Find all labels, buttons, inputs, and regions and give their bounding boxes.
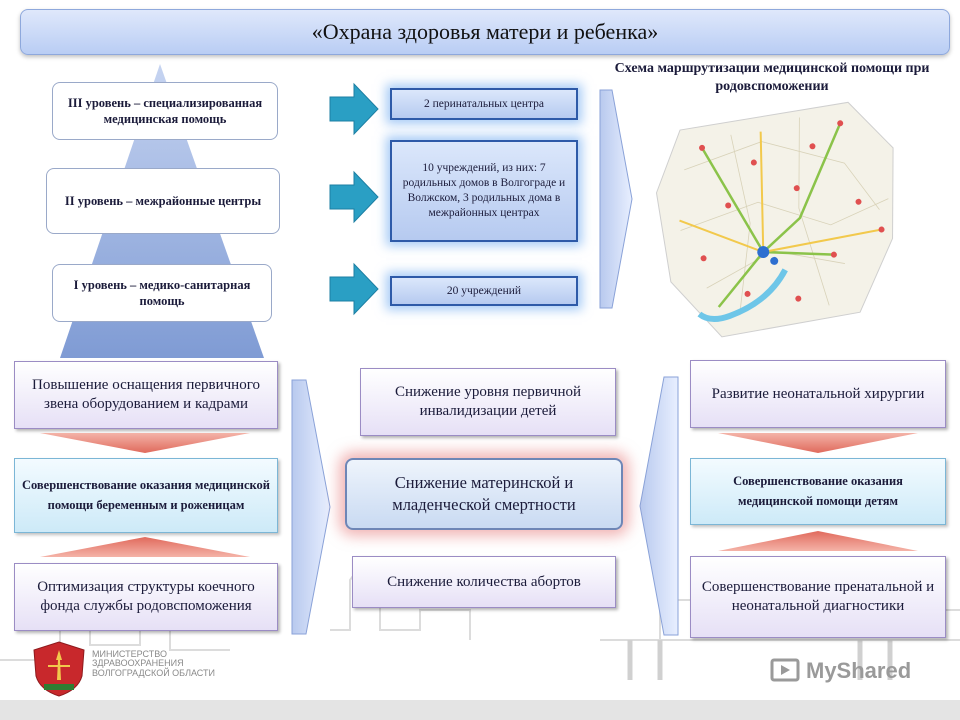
arrow-right-icon [329, 170, 379, 224]
title-banner: «Охрана здоровья матери и ребенка» [20, 9, 950, 55]
chevron-separator [639, 376, 679, 636]
facility-label: 2 перинатальных центра [423, 97, 545, 110]
ministry-line: ВОЛГОГРАДСКОЙ ОБЛАСТИ [92, 667, 215, 678]
facility-label: 20 учреждений [446, 284, 522, 297]
up-arrow [40, 537, 250, 557]
left-middle-box: Совершенствование оказания медицинской п… [14, 458, 278, 533]
level-2-box: II уровень – межрайонные центры [46, 168, 280, 234]
level-2-label: II уровень – межрайонные центры [64, 193, 262, 208]
right-bottom-box: Совершенствование пренатальной и неоната… [690, 556, 946, 638]
chevron-separator [291, 379, 331, 635]
up-arrow [718, 531, 918, 551]
page-title: «Охрана здоровья матери и ребенка» [311, 19, 659, 44]
arrow-right-icon [329, 262, 379, 316]
center-top-box: Снижение уровня первичной инвалидизации … [360, 368, 616, 436]
ministry-line: ЗДРАВООХРАНЕНИЯ [92, 658, 184, 669]
watermark-text: MyShared [806, 658, 912, 683]
myshared-logo-icon [770, 658, 800, 682]
level-1-box: I уровень – медико-санитарная помощь [52, 264, 272, 322]
facility-box-primary: 20 учреждений [390, 276, 578, 306]
left-bottom-box: Оптимизация структуры коечного фонда слу… [14, 563, 278, 631]
level-1-label: I уровень – медико-санитарная помощь [73, 277, 251, 308]
down-arrow [40, 433, 250, 453]
right-middle-box: Совершенствование оказания медицинской п… [690, 458, 946, 525]
facility-box-perinatal: 2 перинатальных центра [390, 88, 578, 120]
facility-box-maternity: 10 учреждений, из них: 7 родильных домов… [390, 140, 578, 242]
coat-of-arms-icon [33, 641, 85, 697]
ministry-text: МИНИСТЕРСТВО ЗДРАВООХРАНЕНИЯ ВОЛГОГРАДСК… [92, 649, 292, 678]
down-arrow [718, 433, 918, 453]
level-3-label: III уровень – специализированная медицин… [67, 95, 263, 126]
routing-map [655, 101, 894, 338]
right-top-box: Развитие неонатальной хирургии [690, 360, 946, 428]
arrow-right-icon [329, 82, 379, 136]
map-title: Схема маршрутизации медицинской помощи п… [614, 61, 930, 95]
left-top-box: Повышение оснащения первичного звена обо… [14, 361, 278, 429]
center-main-box: Снижение материнской и младенческой смер… [345, 458, 623, 530]
facility-label: 10 учреждений, из них: 7 родильных домов… [402, 162, 566, 219]
center-bottom-box: Снижение количества абортов [352, 556, 616, 608]
ministry-line: МИНИСТЕРСТВО [92, 649, 167, 659]
chevron-separator [599, 89, 633, 309]
level-3-box: III уровень – специализированная медицин… [52, 82, 278, 140]
